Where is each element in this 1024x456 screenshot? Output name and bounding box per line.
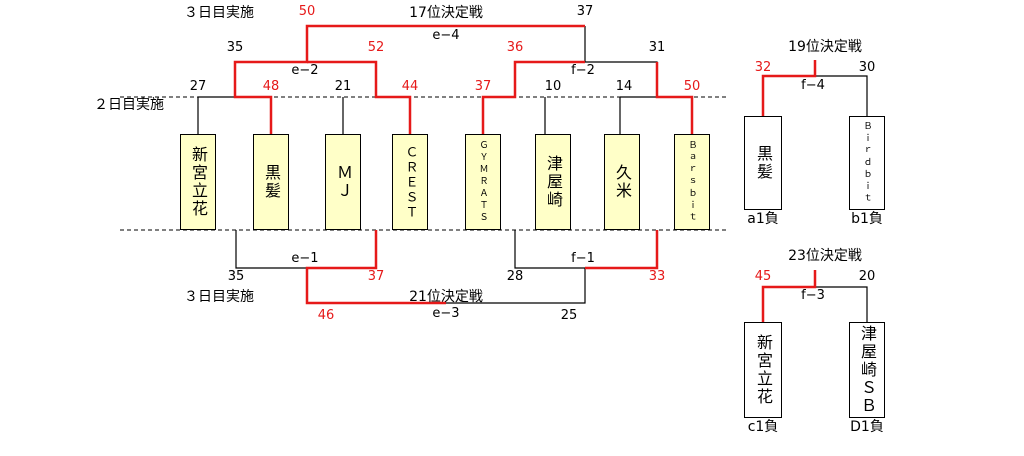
e1-match-code: e−1 xyxy=(291,251,319,266)
f2-right-score: 31 xyxy=(648,40,666,55)
side-team-c-note: c1負 xyxy=(747,419,779,435)
e2-left-score: 35 xyxy=(226,40,244,55)
p21-right-score: 25 xyxy=(560,308,578,323)
team-box-4: ＣＲＥＳＴ xyxy=(392,134,428,230)
day2-score-5: 37 xyxy=(474,79,492,94)
winner-path-e2-right xyxy=(307,60,412,134)
day2-label: ２日目実施 xyxy=(94,97,164,113)
p21-left-score: 46 xyxy=(317,308,335,323)
f2-match-code: f−2 xyxy=(571,63,595,78)
p19-right-score: 30 xyxy=(858,60,876,75)
winner-path-e4-left xyxy=(233,24,446,134)
p17-left-score: 50 xyxy=(298,4,316,19)
e1-right-score: 37 xyxy=(367,269,385,284)
p17-match-code: e−4 xyxy=(432,28,460,43)
day2-score-6: 10 xyxy=(544,79,562,94)
p21-title: 21位決定戦 xyxy=(409,289,483,305)
f1-match-code: f−1 xyxy=(571,251,595,266)
p19-title: 19位決定戦 xyxy=(788,39,862,55)
day2-score-3: 21 xyxy=(334,79,352,94)
f3-right-arm xyxy=(815,286,868,322)
side-team-a: 黒髪 xyxy=(744,116,782,210)
side-team-d-note: D1負 xyxy=(850,419,884,435)
side-team-d: 津屋崎ＳＢ xyxy=(849,322,885,418)
winner-path-f4 xyxy=(761,60,817,116)
p23-left-score: 45 xyxy=(754,269,772,284)
winner-path-e3-left xyxy=(305,230,446,305)
e2-right-score: 52 xyxy=(367,40,385,55)
winner-path-f2-left xyxy=(481,60,585,134)
side-team-a-note: a1負 xyxy=(747,211,779,227)
e3-right-arm xyxy=(446,268,586,304)
day2-score-8: 50 xyxy=(683,79,701,94)
day2-score-2: 48 xyxy=(262,79,280,94)
f1-left-score: 28 xyxy=(506,269,524,284)
e2-match-code: e−2 xyxy=(291,63,319,78)
p21-match-code: e−3 xyxy=(432,306,460,321)
day3-top-label: ３日目実施 xyxy=(184,5,254,21)
team-box-1: 新宮立花 xyxy=(180,134,216,230)
p17-right-score: 37 xyxy=(576,4,594,19)
side-team-c: 新宮立花 xyxy=(744,322,782,418)
team-box-7: 久米 xyxy=(604,134,640,230)
p23-match-code: f−3 xyxy=(801,288,825,303)
day2-score-1: 27 xyxy=(189,79,207,94)
p19-left-score: 32 xyxy=(754,60,772,75)
team-box-6: 津屋崎 xyxy=(535,134,571,230)
p17-title: 17位決定戦 xyxy=(409,5,483,21)
f1-right-score: 33 xyxy=(648,269,666,284)
team-box-2: 黒髪 xyxy=(253,134,289,230)
side-team-b-note: b1負 xyxy=(851,211,883,227)
f2-left-score: 36 xyxy=(506,40,524,55)
f4-right-arm xyxy=(815,75,868,116)
winner-path-f3 xyxy=(761,270,817,322)
side-team-b: Ｂｉｒｄｂｉｔ xyxy=(849,116,885,210)
p19-match-code: f−4 xyxy=(801,78,825,93)
day2-score-7: 14 xyxy=(615,79,633,94)
day3-bottom-label: ３日目実施 xyxy=(184,289,254,305)
p23-title: 23位決定戦 xyxy=(788,248,862,264)
winner-path-f2-right xyxy=(655,62,694,134)
team-box-8: Ｂａｒｓｂｉｔ xyxy=(674,134,710,230)
winner-path-f1-right xyxy=(585,230,659,270)
team-box-3: ＭＪ xyxy=(325,134,361,230)
team-box-5: ＧＹＭＲＡＴＳ xyxy=(465,134,501,230)
p23-right-score: 20 xyxy=(858,269,876,284)
e1-left-score: 35 xyxy=(227,269,245,284)
day2-score-4: 44 xyxy=(401,79,419,94)
